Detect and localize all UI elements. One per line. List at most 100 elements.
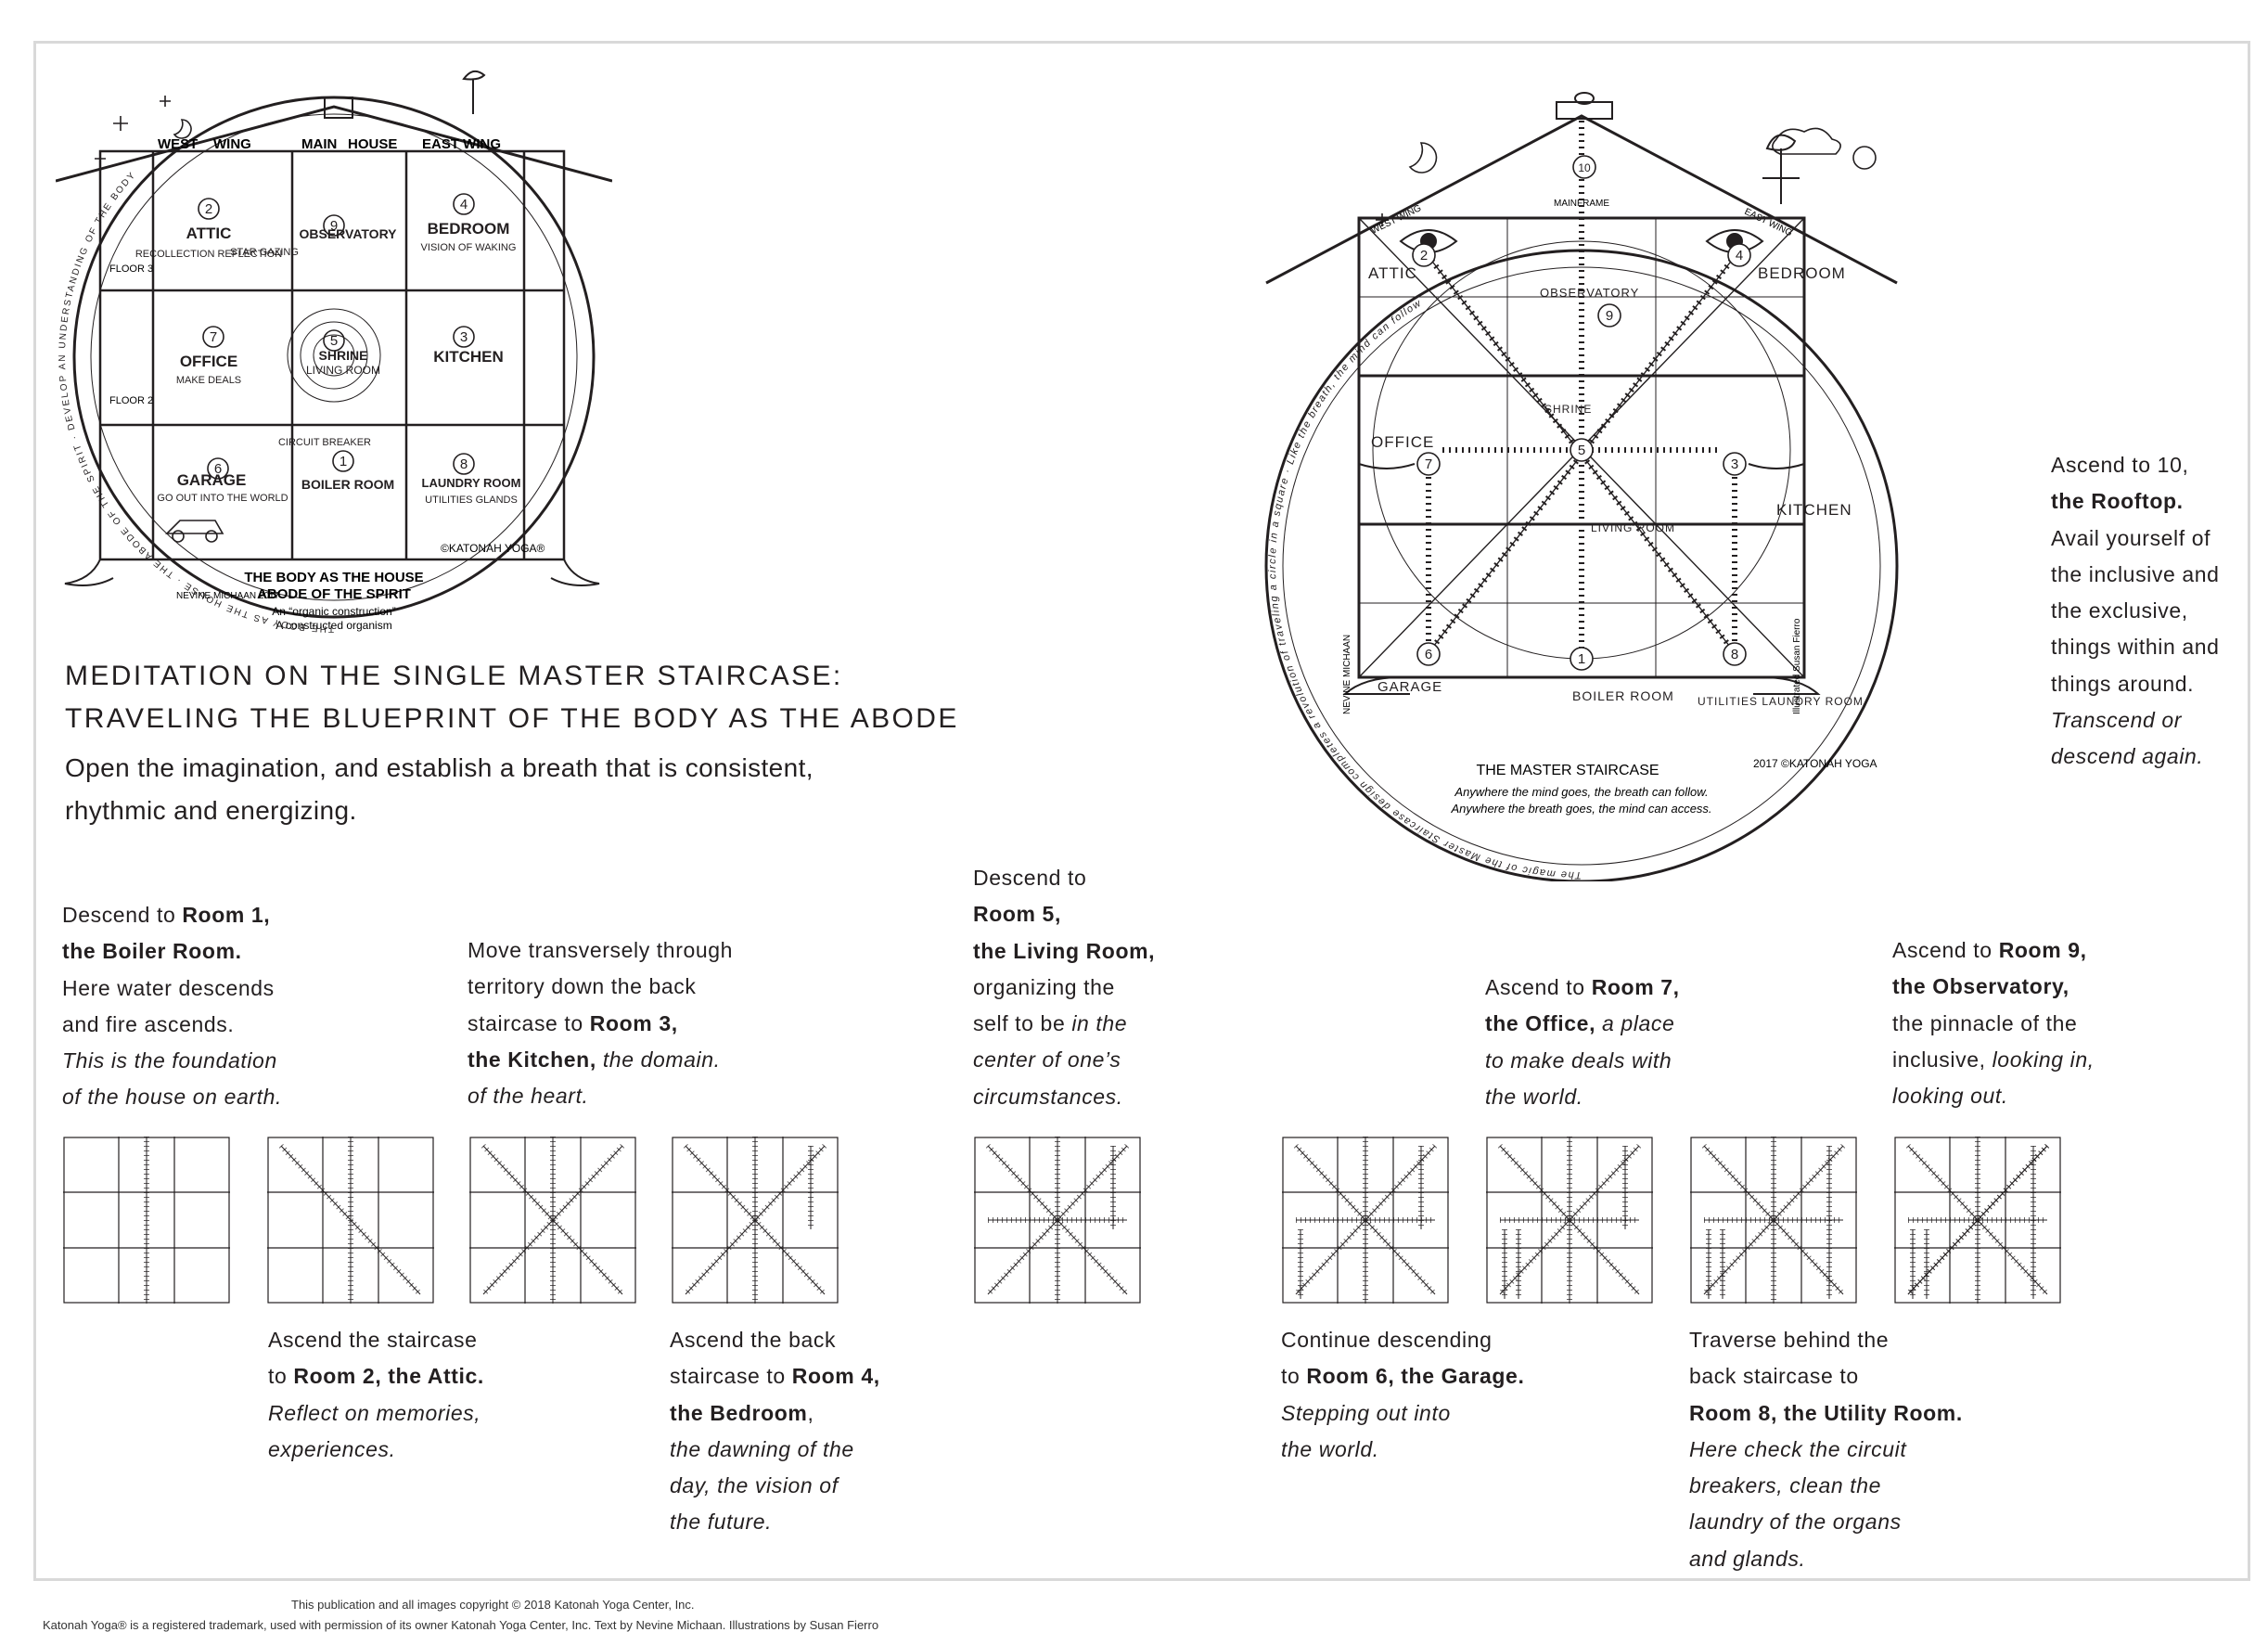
- rooster-weathervane-icon: [1762, 135, 1800, 204]
- room-number: 4: [460, 197, 468, 212]
- step-text: Ascend to: [1485, 975, 1592, 999]
- room-number: 10: [1578, 161, 1591, 174]
- caption-title: THE BODY AS THE HOUSE: [244, 570, 423, 585]
- step-room-label: Room 2, the Attic.: [293, 1364, 483, 1388]
- step-room-label: Room 6, the Garage.: [1306, 1364, 1524, 1388]
- step-text: things around.: [2051, 666, 2220, 702]
- step-room-label: Room 3,: [590, 1011, 678, 1035]
- staircase-thumbnail: [469, 1137, 636, 1304]
- step-text: self to be: [973, 1011, 1071, 1035]
- step-text: Descend to: [973, 860, 1155, 896]
- step-italic-text: a place: [1595, 1011, 1674, 1035]
- step-italic-text: in the: [1071, 1011, 1127, 1035]
- step-text: to: [268, 1364, 293, 1388]
- room-number: 7: [210, 329, 217, 345]
- room-name: SHRINE: [319, 348, 368, 363]
- step-text: the exclusive,: [2051, 593, 2220, 629]
- page-title-line-1: MEDITATION ON THE SINGLE MASTER STAIRCAS…: [65, 661, 1085, 692]
- step-room-8: Traverse behind the back staircase to Ro…: [1689, 1322, 1963, 1577]
- room-number: 4: [1736, 248, 1743, 263]
- step-italic-text: to make deals with: [1485, 1043, 1680, 1079]
- step-room-label: Room 7,: [1592, 975, 1680, 999]
- step-text: Here water descends: [62, 970, 282, 1007]
- room-number: 7: [1425, 456, 1432, 472]
- intro-text: Open the imagination, and establish a br…: [65, 747, 993, 832]
- step-text: to: [1281, 1364, 1306, 1388]
- wing-label: WEST: [158, 136, 198, 152]
- room-name: BOILER ROOM: [1572, 688, 1674, 703]
- step-text: staircase to: [468, 1011, 590, 1035]
- step-text: Ascend to: [1892, 938, 1999, 962]
- step-text: and fire ascends.: [62, 1007, 282, 1043]
- staircase-thumbnail: [1486, 1137, 1653, 1304]
- step-room-label: the Boiler Room.: [62, 933, 282, 970]
- copyright-line: This publication and all images copyrigh…: [291, 1598, 695, 1612]
- room-name: ATTIC: [186, 225, 232, 242]
- step-italic-text: the future.: [670, 1504, 880, 1540]
- caption-note: A constructed organism: [275, 619, 391, 632]
- signature-text: NEVINE MICHAAN: [1342, 635, 1352, 714]
- step-text: ,: [807, 1401, 814, 1425]
- room-number: 1: [340, 454, 347, 469]
- step-text: Move transversely through: [468, 932, 733, 969]
- step-italic-text: Stepping out into: [1281, 1395, 1524, 1432]
- left-house-illustration: THE BODY AS THE HOUSE · THE ABODE OF THE…: [56, 60, 612, 645]
- floor-label: FLOOR 3: [109, 263, 153, 275]
- step-text: staircase to: [670, 1364, 792, 1388]
- room-name: LIVING ROOM: [1591, 521, 1675, 534]
- step-italic-text: descend again.: [2051, 739, 2220, 775]
- room-number: 6: [1425, 647, 1432, 662]
- step-italic-text: of the house on earth.: [62, 1079, 282, 1115]
- step-room-label: the Observatory,: [1892, 969, 2095, 1005]
- step-text: the pinnacle of the: [1892, 1006, 2095, 1042]
- step-text: things within and: [2051, 629, 2220, 665]
- step-italic-text: This is the foundation: [62, 1043, 282, 1079]
- floor-label: FLOOR 2: [109, 395, 153, 406]
- credit-text: 2017 ©KATONAH YOGA: [1753, 757, 1877, 770]
- room-note: UTILITIES GLANDS: [425, 495, 518, 506]
- step-text: territory down the back: [468, 969, 733, 1005]
- room-name: UTILITIES LAUNDRY ROOM: [1698, 695, 1864, 708]
- step-text: inclusive,: [1892, 1047, 1993, 1072]
- staircase-line: Anywhere the breath goes, the mind can a…: [1450, 802, 1711, 816]
- room-name: OFFICE: [1371, 433, 1434, 451]
- step-room-7: Ascend to Room 7, the Office, a place to…: [1485, 970, 1680, 1115]
- step-italic-text: circumstances.: [973, 1079, 1155, 1115]
- step-room-3: Move transversely through territory down…: [468, 932, 733, 1114]
- step-room-label: Room 5,: [973, 896, 1155, 932]
- wing-label: MAIN: [301, 136, 337, 152]
- step-text: back staircase to: [1689, 1358, 1963, 1394]
- step-room-label: Room 1,: [182, 903, 270, 927]
- trademark-line: Katonah Yoga® is a registered trademark,…: [43, 1618, 878, 1632]
- step-italic-text: looking in,: [1993, 1047, 2095, 1072]
- page-title-line-2: TRAVELING THE BLUEPRINT OF THE BODY AS T…: [65, 703, 1085, 735]
- step-room-label: Room 8, the Utility Room.: [1689, 1395, 1963, 1432]
- step-room-10: Ascend to 10, the Rooftop. Avail yoursel…: [2051, 447, 2220, 776]
- room-number: 3: [460, 329, 468, 345]
- room-name: GARAGE: [1377, 679, 1442, 695]
- room-name: GARAGE: [177, 471, 247, 489]
- step-italic-text: looking out.: [1892, 1078, 2095, 1114]
- step-italic-text: Here check the circuit: [1689, 1432, 1963, 1468]
- room-number: 8: [1731, 647, 1738, 662]
- step-italic-text: and glands.: [1689, 1541, 1963, 1577]
- step-italic-text: the dawning of the: [670, 1432, 880, 1468]
- step-italic-text: the world.: [1281, 1432, 1524, 1468]
- step-room-2: Ascend the staircase to Room 2, the Atti…: [268, 1322, 484, 1468]
- signature-text: NEVINE MICHAAN 2017: [176, 591, 280, 601]
- step-text: Avail yourself of: [2051, 520, 2220, 557]
- room-name: BEDROOM: [1758, 264, 1846, 282]
- step-text: Descend to: [62, 903, 182, 927]
- staircase-thumbnail: [1894, 1137, 2061, 1304]
- step-room-label: Room 9,: [1999, 938, 2087, 962]
- room-number: 8: [460, 456, 468, 472]
- step-room-1: Descend to Room 1, the Boiler Room. Here…: [62, 897, 282, 1116]
- intro-line: rhythmic and energizing.: [65, 790, 993, 832]
- step-room-4: Ascend the back staircase to Room 4, the…: [670, 1322, 880, 1541]
- step-room-label: the Kitchen,: [468, 1047, 596, 1072]
- room-note: LIVING ROOM: [306, 364, 380, 377]
- staircase-title: THE MASTER STAIRCASE: [1476, 763, 1659, 778]
- staircase-thumbnail: [1690, 1137, 1857, 1304]
- step-italic-text: the domain.: [596, 1047, 721, 1072]
- step-italic-text: experiences.: [268, 1432, 484, 1468]
